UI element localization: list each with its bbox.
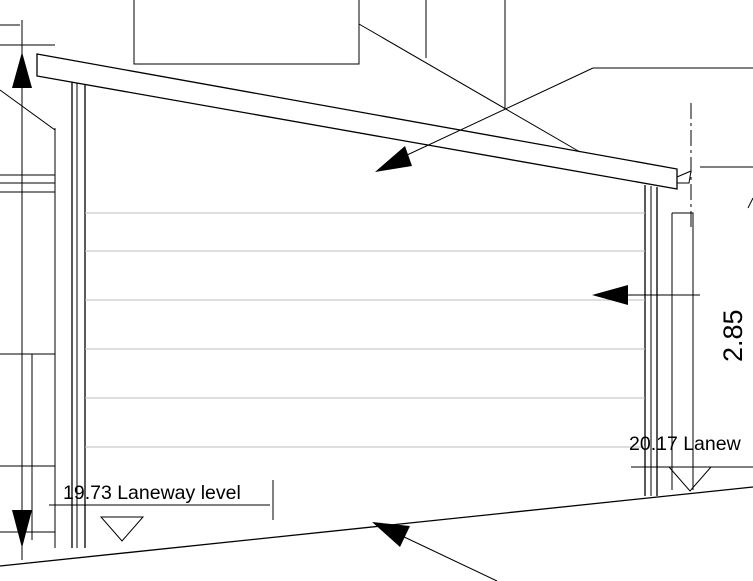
- leader-arrow-icon: [372, 522, 410, 547]
- wall-leader: [592, 285, 700, 305]
- roof-leader: [375, 67, 753, 172]
- leader-arrow-icon: [375, 146, 412, 172]
- left-dimension-arrows: [12, 52, 32, 548]
- left-building-lines: [0, 20, 56, 560]
- right-level-label: 20.17 Lanew: [629, 433, 742, 455]
- ground-line: [0, 480, 753, 567]
- cladding-boards: [85, 212, 645, 448]
- down-arrow-icon: [12, 510, 32, 548]
- level-markers: [99, 466, 753, 542]
- level-marker-icon: [667, 466, 713, 492]
- upper-building-outlines: [133, 0, 581, 153]
- ground-leader: [372, 522, 498, 581]
- up-arrow-icon: [12, 52, 32, 88]
- right-dimension-column: [671, 103, 753, 490]
- roof-slab: [36, 53, 692, 190]
- right-post: [644, 185, 658, 496]
- dimension-label: 2.85: [718, 309, 748, 362]
- leader-arrow-icon: [592, 285, 628, 305]
- left-level-label: 19.73 Laneway level: [63, 482, 241, 504]
- level-marker-icon: [99, 516, 145, 542]
- left-post: [71, 82, 86, 548]
